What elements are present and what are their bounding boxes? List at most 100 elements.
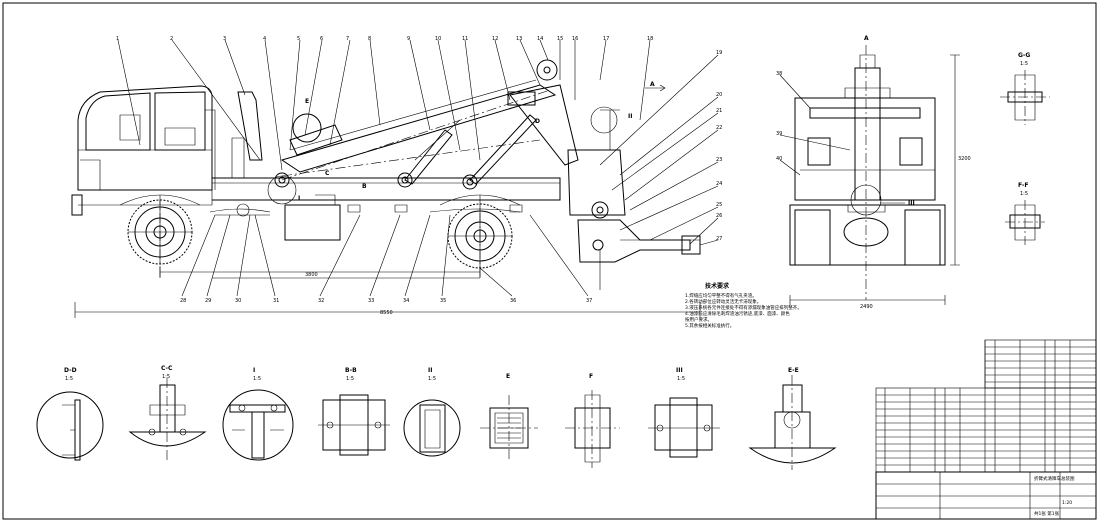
label-B: B [362,183,367,190]
callout-11: 11 [462,36,468,42]
callout-23: 23 [716,157,722,163]
note-5: 按用户要求。 [685,316,712,323]
detail-II [403,399,461,457]
callout-15: 15 [557,36,563,42]
label-A: A [650,81,655,88]
label-I: I [298,195,300,202]
section-FF-label: F-F [1018,182,1029,189]
callouts-top: 1 2 3 4 5 6 7 8 9 10 11 12 13 14 15 16 1… [116,36,653,42]
label-D: D [535,118,540,125]
label-II: II [628,113,632,120]
callout-14: 14 [537,36,543,42]
detail-III-scale: 1:5 [677,376,685,382]
callout-4: 4 [263,36,266,42]
detail-BB-scale: 1:5 [346,376,354,382]
callout-27: 27 [716,236,722,242]
callout-3: 3 [223,36,226,42]
callout-26: 26 [716,213,722,219]
section-FF-scale: 1:5 [1020,191,1028,197]
callout-32: 32 [318,298,324,304]
front-view [779,45,960,305]
side-view [71,39,719,318]
note-1: 1.焊缝应均匀平整不得有气孔夹渣。 [685,292,757,299]
callout-17: 17 [603,36,609,42]
detail-III-label: III [676,367,683,374]
detail-E-label: E [506,373,510,380]
front-view-label: A [864,35,869,42]
title-scale: 1:20 [1062,500,1072,506]
note-6: 5.其余按相关标准执行。 [685,322,734,329]
detail-III [648,397,720,458]
detail-II-label: II [428,367,432,374]
callout-1: 1 [116,36,119,42]
callout-30: 30 [235,298,241,304]
detail-DD-label: D-D [64,367,77,374]
title-sheet: 共1张 第1张 [1034,510,1060,517]
dim-front-width: 2490 [860,304,873,310]
callout-21: 21 [716,108,722,114]
dim-wheelbase: 3800 [305,272,318,278]
callout-33: 33 [368,298,374,304]
callout-22: 22 [716,125,722,131]
detail-I-label: I [253,367,255,374]
callout-8: 8 [368,36,371,42]
note-3: 3.液压系统各元件连接处不得有渗漏现象油管应排列整齐。 [685,304,802,311]
detail-E [480,395,538,462]
section-GG [1000,70,1050,125]
front-label-III: III [908,200,915,207]
detail-BB [318,394,390,456]
callout-34: 34 [403,298,409,304]
callout-24: 24 [716,181,722,187]
note-2: 2.各转动部位应转动灵活无卡滞现象。 [685,298,761,305]
callouts-right: 19 20 21 22 23 24 25 26 27 [716,50,722,242]
detail-II-scale: 1:5 [428,376,436,382]
label-F: C [325,170,330,177]
callout-9: 9 [407,36,410,42]
callout-37: 37 [586,298,592,304]
detail-DD-scale: 1:5 [65,376,73,382]
detail-I-scale: 1:5 [253,376,261,382]
label-E: E [305,98,309,105]
callout-13: 13 [516,36,522,42]
note-4: 4.油漆前应清除毛刺焊渣油污锈迹,底漆、面漆、颜色 [685,310,790,317]
callout-5: 5 [297,36,300,42]
detail-F [565,390,620,468]
detail-CC-label: C-C [161,365,173,372]
callout-6: 6 [320,36,323,42]
callout-36: 36 [510,298,516,304]
callout-38: 38 [776,71,782,77]
section-FF [1005,200,1045,245]
technical-notes: 技术要求 1.焊缝应均匀平整不得有气孔夹渣。 2.各转动部位应转动灵活无卡滞现象… [685,282,802,329]
detail-CC [128,378,207,460]
callout-10: 10 [435,36,441,42]
detail-EE [748,375,837,470]
detail-I [222,389,294,461]
callouts-bottom: 28 29 30 31 32 33 34 35 36 37 [180,298,592,304]
callout-7: 7 [346,36,349,42]
callout-2: 2 [170,36,173,42]
callout-25: 25 [716,202,722,208]
callout-18: 18 [647,36,653,42]
callout-20: 20 [716,92,722,98]
callout-31: 31 [273,298,279,304]
section-GG-label: G-G [1018,52,1030,59]
callout-29: 29 [205,298,211,304]
notes-title: 技术要求 [705,282,730,290]
callout-39: 39 [776,131,782,137]
detail-CC-scale: 1:5 [162,374,170,380]
detail-BB-label: B-B [345,367,357,374]
callout-35: 35 [440,298,446,304]
detail-DD [36,391,104,461]
callout-28: 28 [180,298,186,304]
callout-40: 40 [776,156,782,162]
parts-list [875,339,1097,520]
callout-12: 12 [492,36,498,42]
detail-F-label: F [589,373,593,380]
callout-16: 16 [572,36,578,42]
dim-height: 3200 [958,156,971,162]
title-drawing-name: 折臂式清障车总装图 [1034,475,1075,482]
callout-19: 19 [716,50,722,56]
